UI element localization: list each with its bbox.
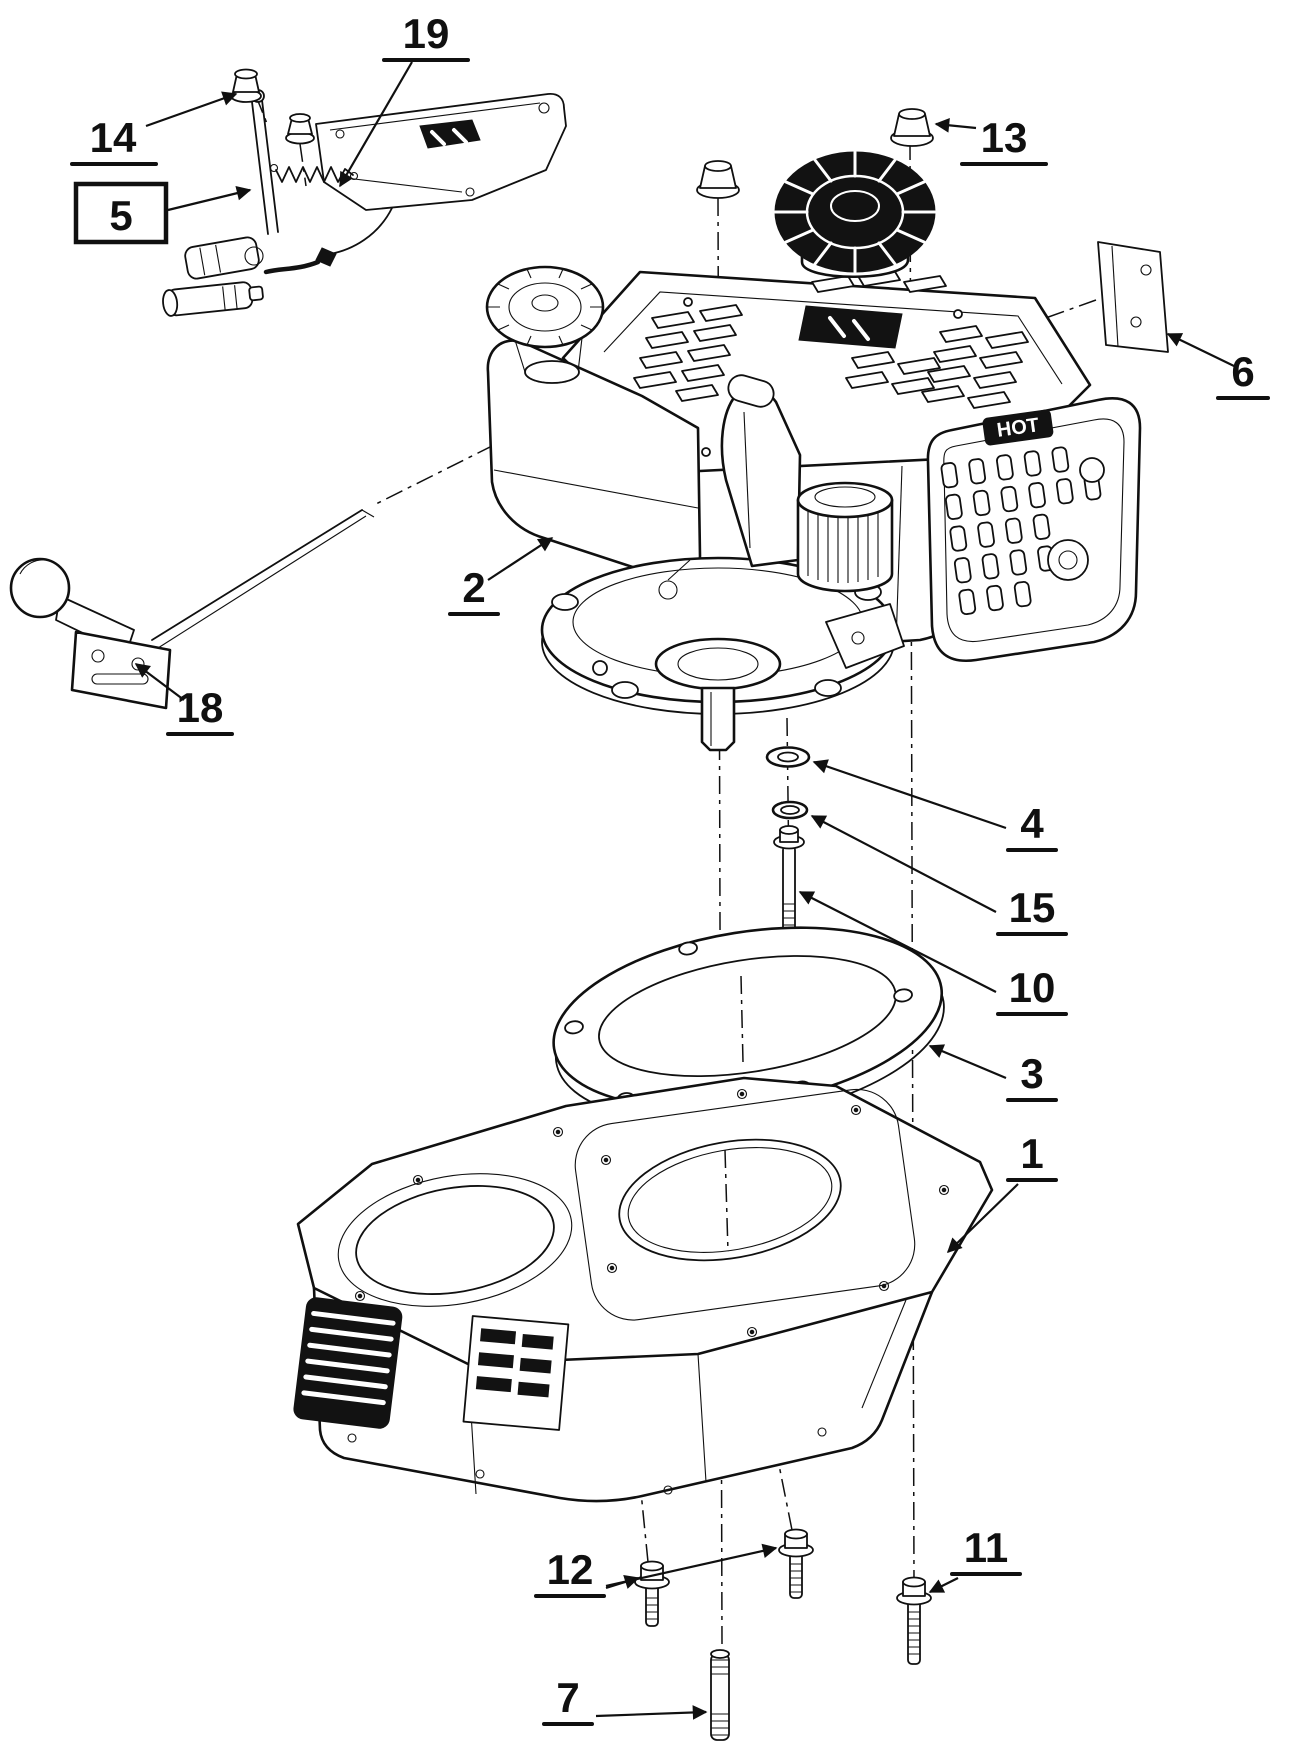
leader-line — [605, 1543, 778, 1588]
callout-10: 10 — [798, 891, 1068, 1016]
leader-line — [167, 186, 252, 212]
fuel-cap — [773, 150, 937, 274]
vent-grille — [293, 1297, 403, 1429]
engine-logo-patch — [798, 305, 903, 349]
engine-sump-flange — [540, 556, 896, 715]
wave-washer — [771, 800, 809, 820]
callout-5: 5 — [73, 181, 252, 245]
sump-bracket — [825, 603, 905, 669]
left-opening — [355, 1185, 555, 1295]
axis-through-gasket — [740, 975, 744, 1063]
oil-filter — [796, 481, 894, 593]
callout-14: 14 — [70, 91, 238, 166]
leader-line — [812, 759, 1007, 830]
callout-19: 19 — [339, 10, 470, 188]
callout-7: 7 — [542, 1674, 708, 1726]
throttle-rod — [151, 509, 363, 641]
leader-line — [798, 891, 997, 993]
throttle-rod-axis-line — [371, 429, 525, 507]
hot-warning-badge: HOT — [982, 409, 1054, 446]
flange-bolt-11 — [896, 1576, 932, 1665]
right-opening — [618, 1138, 842, 1262]
cable-housing — [184, 236, 260, 280]
cable-adjuster — [162, 281, 264, 317]
callout-label: 1 — [1020, 1130, 1043, 1177]
callout-18: 18 — [134, 663, 234, 736]
housing-screw-holes — [354, 1088, 950, 1358]
callout-1: 1 — [946, 1130, 1058, 1254]
flange-nut-13 — [890, 108, 934, 147]
callouts: 19 14 5 13 6 2 18 — [70, 10, 1270, 1726]
callout-11: 11 — [928, 1524, 1022, 1593]
leader-line — [928, 1044, 1007, 1080]
leader-line — [134, 663, 185, 701]
throttle-control-lever — [9, 509, 375, 710]
flange-nut-small-2 — [285, 113, 315, 145]
oil-fill-cap — [485, 265, 605, 349]
return-spring — [269, 163, 359, 183]
callout-label: 10 — [1009, 964, 1056, 1011]
callout-12: 12 — [534, 1543, 778, 1598]
control-bracket-plate — [315, 93, 567, 211]
crankshaft — [700, 686, 736, 752]
base-housing — [293, 1076, 994, 1503]
leader-line — [145, 91, 238, 128]
callout-4: 4 — [812, 759, 1058, 852]
dipstick-tube — [720, 374, 802, 568]
leader-line — [928, 1577, 959, 1593]
leader-line — [339, 61, 413, 188]
flange-bolt-12a — [634, 1560, 670, 1627]
callout-15: 15 — [810, 815, 1068, 936]
callout-label: 19 — [403, 10, 450, 57]
axis-through-opening — [724, 1149, 729, 1253]
housing-top-face — [296, 1076, 994, 1366]
muffler-guard: HOT — [926, 397, 1142, 663]
callout-label: 7 — [556, 1674, 579, 1721]
callout-label: 15 — [1009, 884, 1056, 931]
flange-nut-center — [696, 160, 740, 199]
callout-label: 2 — [462, 564, 485, 611]
callout-label: 13 — [981, 114, 1028, 161]
leader-line — [595, 1705, 708, 1720]
callout-label: 18 — [177, 684, 224, 731]
engine-mount-plateau — [574, 1088, 916, 1321]
control-link-bar — [251, 99, 279, 235]
callout-2: 2 — [448, 537, 554, 616]
spec-label-plate — [462, 1315, 570, 1431]
flange-bolt-12b — [778, 1528, 814, 1599]
callout-label: 5 — [109, 192, 132, 239]
throttle-knob — [9, 557, 71, 619]
control-bracket-assembly — [162, 68, 567, 317]
leader-line — [810, 815, 997, 913]
long-bolt — [773, 825, 805, 953]
callout-label: 4 — [1020, 800, 1044, 847]
engine-assembly: HOT — [485, 150, 1142, 752]
callout-label: 6 — [1231, 348, 1254, 395]
callout-label: 11 — [964, 1524, 1008, 1571]
flange-nut-small — [230, 68, 262, 103]
callout-3: 3 — [928, 1044, 1058, 1102]
callout-13: 13 — [934, 114, 1048, 166]
callout-label: 14 — [90, 114, 137, 161]
bracket-plate — [1097, 241, 1169, 353]
leader-line — [946, 1183, 1019, 1254]
stud-bolt-7 — [710, 1649, 730, 1741]
callout-6: 6 — [1166, 333, 1270, 400]
nut-axis-line — [299, 143, 307, 187]
control-cable — [329, 207, 393, 255]
leader-line — [487, 537, 554, 581]
throttle-bracket — [70, 630, 172, 710]
leader-line — [1166, 333, 1235, 367]
leader-line — [934, 118, 977, 133]
callout-label: 3 — [1020, 1050, 1043, 1097]
callout-label: 12 — [547, 1546, 594, 1593]
flat-washer — [765, 746, 811, 768]
